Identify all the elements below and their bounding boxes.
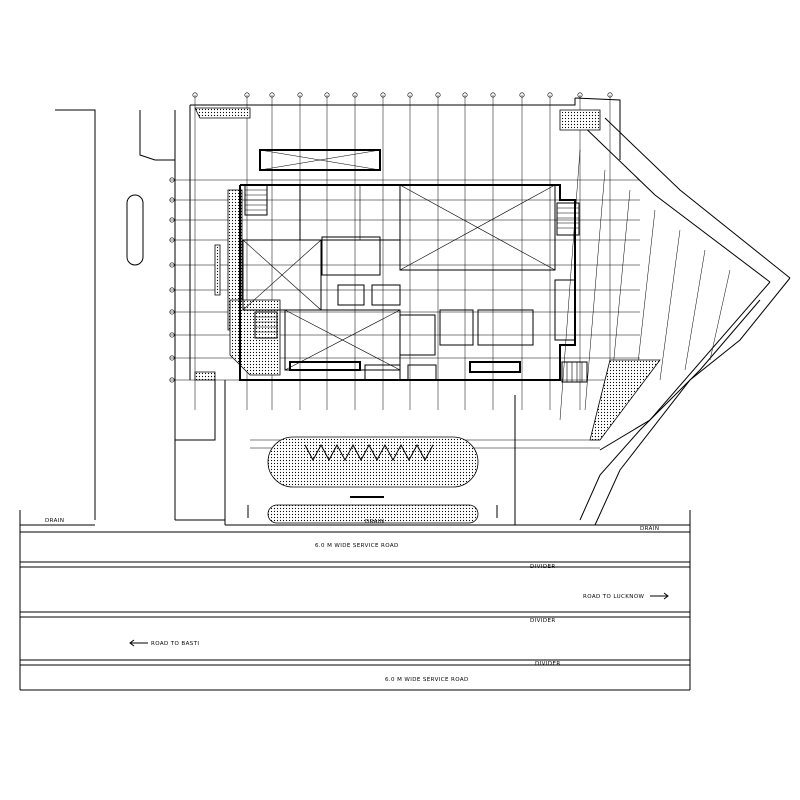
stair-se <box>561 361 588 383</box>
grid-bubble <box>169 355 175 361</box>
entry-island <box>267 504 479 524</box>
divider-label-1: DIVIDER <box>530 564 556 570</box>
grid-bubble <box>169 197 175 203</box>
building-outline <box>239 149 576 381</box>
grid-bubble <box>607 92 613 98</box>
staircases <box>244 184 588 383</box>
grid-bubble <box>490 92 496 98</box>
service-road-label-bottom: 6.0 M WIDE SERVICE ROAD <box>385 677 469 683</box>
grid-bubble <box>577 92 583 98</box>
grid-line-diagonal <box>684 249 706 371</box>
drain-label-right: DRAIN <box>640 526 659 532</box>
drain-label-left: DRAIN <box>45 518 64 524</box>
road-band <box>19 510 691 691</box>
grid-line-diagonal <box>709 269 731 361</box>
stair-sw <box>254 311 278 339</box>
stair-ne <box>556 202 580 236</box>
column-grid <box>169 92 731 421</box>
grid-bubble <box>269 92 275 98</box>
grid-bubble <box>169 309 175 315</box>
grid-bubble <box>462 92 468 98</box>
grid-line-diagonal <box>659 229 681 381</box>
landscape-areas <box>194 107 661 524</box>
drop-off-island <box>267 436 479 488</box>
road-to-lucknow-label: ROAD TO LUCKNOW <box>583 594 645 600</box>
road-to-basti-label: ROAD TO BASTI <box>151 641 199 647</box>
grid-bubble <box>380 92 386 98</box>
grid-bubble <box>547 92 553 98</box>
divider-label-2: DIVIDER <box>530 618 556 624</box>
grid-bubble <box>192 92 198 98</box>
grid-bubble <box>169 217 175 223</box>
grid-line-diagonal <box>559 149 581 421</box>
service-road-label-top: 6.0 M WIDE SERVICE ROAD <box>315 543 399 549</box>
canopy-zigzag <box>304 443 434 462</box>
grid-bubble <box>519 92 525 98</box>
grid-bubble <box>407 92 413 98</box>
drain-label-center: DRAIN <box>365 519 384 525</box>
grid-bubble <box>169 332 175 338</box>
grid-bubble <box>169 287 175 293</box>
grid-bubble <box>435 92 441 98</box>
median-island <box>126 194 144 266</box>
road-labels: DRAIN DRAIN DRAIN 6.0 M WIDE SERVICE ROA… <box>45 518 659 683</box>
grid-bubble <box>169 262 175 268</box>
grid-bubble <box>169 177 175 183</box>
grid-bubble <box>324 92 330 98</box>
grid-bubble <box>244 92 250 98</box>
stair-nw <box>244 184 268 216</box>
divider-label-3: DIVIDER <box>535 661 561 667</box>
grid-bubble <box>169 237 175 243</box>
grid-bubble <box>352 92 358 98</box>
grid-bubble <box>169 377 175 383</box>
grid-bubble <box>297 92 303 98</box>
